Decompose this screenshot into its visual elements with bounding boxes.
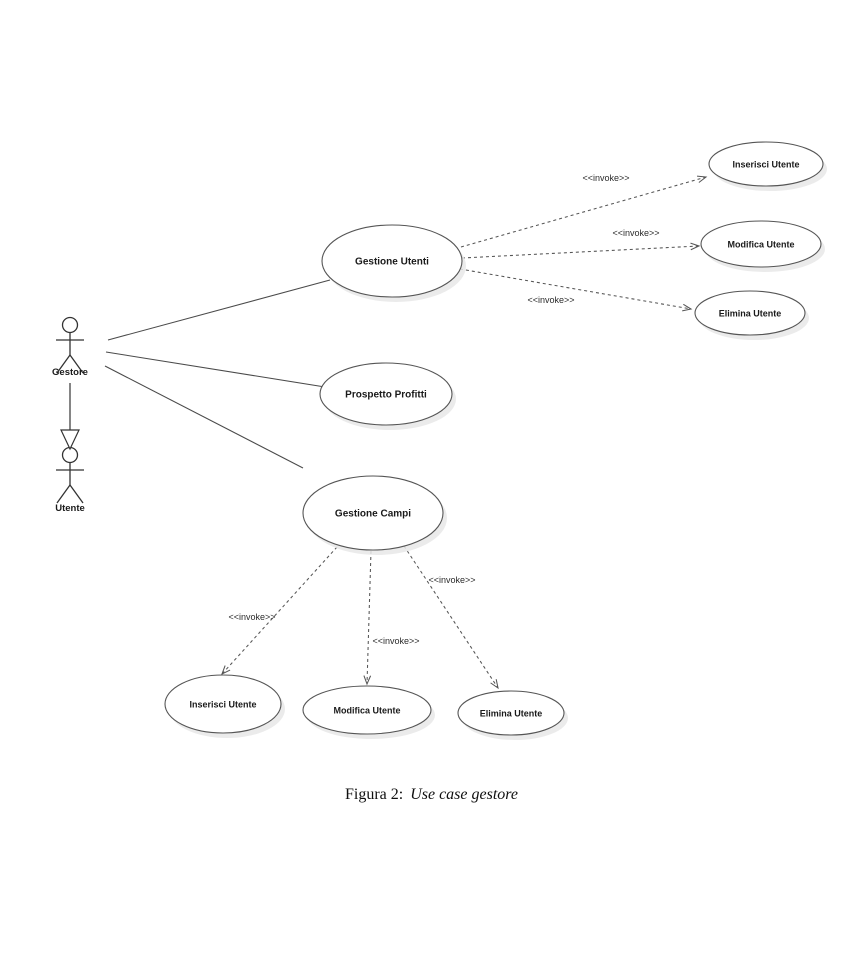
invoke-arrowhead xyxy=(221,665,231,676)
invoke-dashed-line xyxy=(221,546,338,675)
figure-caption-number: Figura 2: xyxy=(344,786,404,803)
actor-leg-left xyxy=(56,354,71,374)
use-case-label: Prospetto Profitti xyxy=(345,390,427,401)
invoke-dashed-line xyxy=(403,545,499,689)
use-case-gestione-utenti[interactable]: Gestione Utenti xyxy=(321,224,466,302)
use-case-ellipse xyxy=(319,362,453,426)
use-case-label: Elimina Utente xyxy=(480,708,543,718)
use-case-inserisci-utente-bot[interactable]: Inserisci Utente xyxy=(164,674,285,738)
use-case-elimina-utente-top[interactable]: Elimina Utente xyxy=(694,290,809,340)
use-case-ellipse xyxy=(708,141,824,187)
invoke-arrowhead xyxy=(690,242,701,251)
invoke-stereotype-label: <<invoke>> xyxy=(372,636,419,646)
use-case-ellipse xyxy=(321,224,463,298)
use-case-ellipse xyxy=(457,690,565,736)
invoke-stereotype-label: <<invoke>> xyxy=(612,228,659,238)
invoke-stereotype-label: <<invoke>> xyxy=(527,295,574,305)
invoke-arrowhead xyxy=(490,679,499,690)
invoke-arrowhead xyxy=(363,675,372,686)
invoke-relation-gestione-utenti-to-elimina-utente-top: <<invoke>> xyxy=(459,268,693,312)
invoke-relation-gestione-campi-to-modifica-utente-bot: <<invoke>> xyxy=(363,550,420,686)
invoke-dashed-line xyxy=(461,245,700,259)
use-case-ellipse xyxy=(302,685,432,735)
generalization-triangle-icon xyxy=(60,429,80,451)
use-case-gestione-campi[interactable]: Gestione Campi xyxy=(302,475,447,555)
use-case-ellipse xyxy=(700,220,822,268)
actor-leg-right xyxy=(69,354,84,374)
invoke-stereotype-label: <<invoke>> xyxy=(428,575,475,585)
invoke-dashed-line xyxy=(459,268,692,310)
association-line-gestore-to-prospetto-profitti xyxy=(105,351,326,388)
invoke-arrowhead xyxy=(682,303,693,312)
generalization-utente-to-gestore xyxy=(60,383,80,451)
actor-utente[interactable]: Utente xyxy=(55,446,85,515)
use-case-ellipse xyxy=(694,290,806,336)
invoke-relation-gestione-campi-to-elimina-utente-bot: <<invoke>> xyxy=(403,545,499,690)
association-line-gestore-to-gestione-utenti xyxy=(107,279,331,341)
actor-leg-right xyxy=(69,484,84,504)
invoke-relation-gestione-campi-to-inserisci-utente-bot: <<invoke>> xyxy=(221,546,338,676)
use-case-label: Modifica Utente xyxy=(727,239,794,249)
use-case-label: Modifica Utente xyxy=(333,705,400,715)
invoke-arrowhead xyxy=(696,175,708,183)
use-case-inserisci-utente-top[interactable]: Inserisci Utente xyxy=(708,141,827,191)
actor-label: Utente xyxy=(55,503,85,514)
invoke-dashed-line xyxy=(460,176,707,248)
actor-label: Gestore xyxy=(52,367,88,378)
use-case-label: Inserisci Utente xyxy=(732,159,799,169)
use-case-label: Gestione Utenti xyxy=(355,257,429,268)
invoke-dashed-line xyxy=(366,550,372,685)
use-case-label: Gestione Campi xyxy=(335,509,411,520)
actor-leg-left xyxy=(56,484,71,504)
association-line-gestore-to-gestione-campi xyxy=(104,365,304,469)
use-case-label: Elimina Utente xyxy=(719,308,782,318)
use-case-ellipse xyxy=(302,475,444,551)
figure-caption-title: Use case gestore xyxy=(410,786,519,803)
actor-head xyxy=(61,316,79,334)
actor-gestore[interactable]: Gestore xyxy=(52,316,88,379)
use-case-ellipse xyxy=(164,674,282,734)
use-case-prospetto-profitti[interactable]: Prospetto Profitti xyxy=(319,362,456,430)
use-case-modifica-utente-top[interactable]: Modifica Utente xyxy=(700,220,825,272)
use-case-modifica-utente-bot[interactable]: Modifica Utente xyxy=(302,685,435,739)
use-case-label: Inserisci Utente xyxy=(189,699,256,709)
invoke-stereotype-label: <<invoke>> xyxy=(228,612,275,622)
invoke-stereotype-label: <<invoke>> xyxy=(582,173,629,183)
use-case-elimina-utente-bot[interactable]: Elimina Utente xyxy=(457,690,568,740)
figure-caption: Figura 2: Use case gestore xyxy=(0,786,863,804)
invoke-relation-gestione-utenti-to-modifica-utente-top: <<invoke>> xyxy=(461,228,701,259)
invoke-relation-gestione-utenti-to-inserisci-utente-top: <<invoke>> xyxy=(460,173,708,248)
